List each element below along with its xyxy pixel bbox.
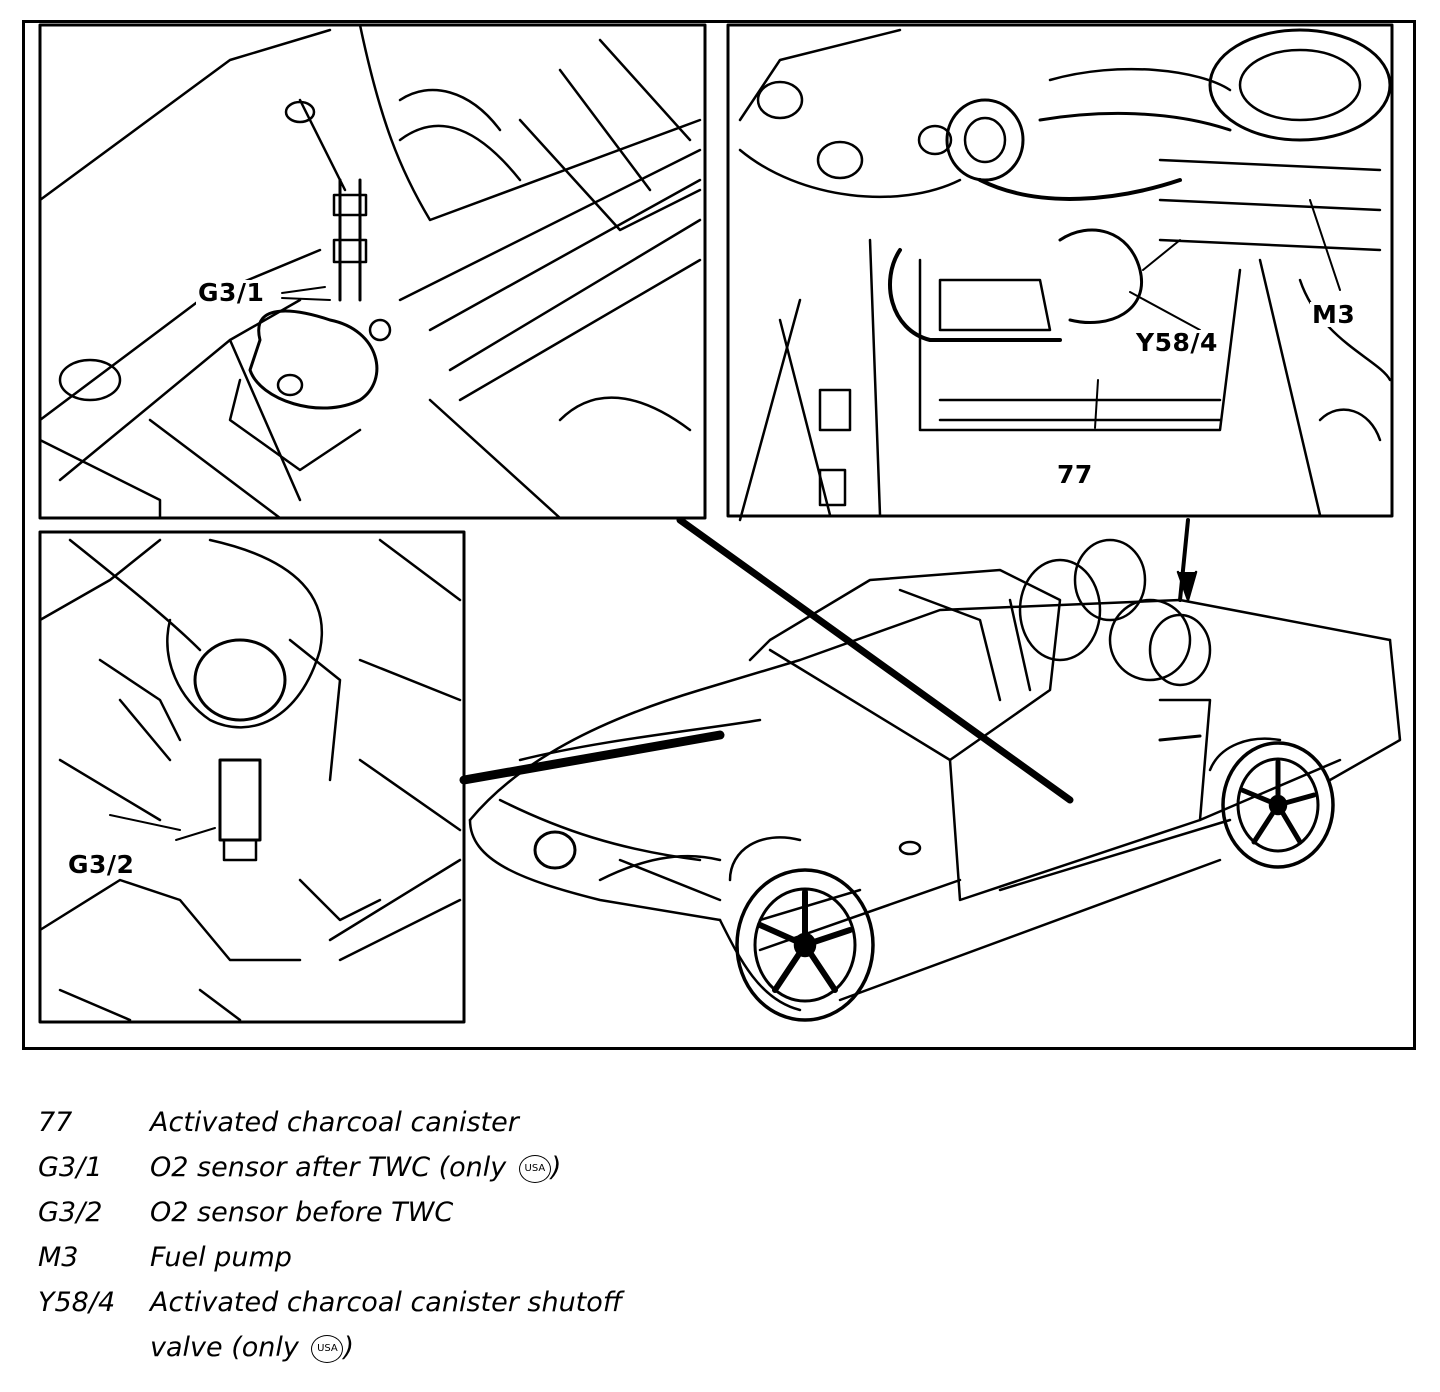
- callout-g31: G3/1: [196, 278, 267, 307]
- legend-desc: valve (only USA): [150, 1325, 354, 1370]
- legend-row: M3 Fuel pump: [38, 1235, 1038, 1280]
- legend-desc: Activated charcoal canister shutoff: [150, 1280, 622, 1325]
- usa-badge-icon: USA: [311, 1334, 344, 1363]
- legend-code: Y58/4: [38, 1287, 116, 1318]
- legend-row: G3/1 O2 sensor after TWC (only USA): [38, 1145, 1038, 1190]
- callout-77: 77: [1055, 460, 1095, 489]
- legend-desc: Fuel pump: [150, 1235, 292, 1280]
- usa-badge-icon: USA: [518, 1154, 551, 1183]
- callout-y584: Y58/4: [1134, 328, 1220, 357]
- inset-g31: [38, 23, 707, 520]
- legend-row: G3/2 O2 sensor before TWC: [38, 1190, 1038, 1235]
- legend-code: M3: [38, 1242, 79, 1273]
- inset-g32: [38, 530, 466, 1024]
- callout-g32: G3/2: [66, 850, 137, 879]
- legend-desc: O2 sensor before TWC: [150, 1190, 453, 1235]
- legend-desc-text: Activated charcoal canister: [150, 1107, 519, 1138]
- legend-desc-tail: ): [550, 1152, 562, 1183]
- legend-desc-text: O2 sensor before TWC: [150, 1197, 454, 1228]
- legend-desc-text: valve (only: [150, 1332, 308, 1363]
- legend: 77 Activated charcoal canister G3/1 O2 s…: [38, 1100, 1038, 1370]
- car-illustration: [468, 538, 1402, 1022]
- callout-m3: M3: [1310, 300, 1358, 329]
- inset-m3-y584-77: [726, 23, 1394, 522]
- legend-desc-text: O2 sensor after TWC (only: [150, 1152, 515, 1183]
- legend-code: G3/1: [38, 1152, 103, 1183]
- legend-desc: Activated charcoal canister: [150, 1100, 519, 1145]
- leader-lines: [459, 516, 1198, 804]
- legend-desc-text: Activated charcoal canister shutoff: [150, 1287, 623, 1318]
- legend-code: 77: [38, 1107, 73, 1138]
- legend-code: G3/2: [38, 1197, 103, 1228]
- legend-desc: O2 sensor after TWC (only USA): [150, 1145, 561, 1190]
- legend-row: Y58/4 Activated charcoal canister shutof…: [38, 1280, 1038, 1325]
- legend-row: valve (only USA): [38, 1325, 1038, 1370]
- legend-row: 77 Activated charcoal canister: [38, 1100, 1038, 1145]
- legend-desc-tail: ): [343, 1332, 354, 1363]
- legend-desc-text: Fuel pump: [150, 1242, 292, 1273]
